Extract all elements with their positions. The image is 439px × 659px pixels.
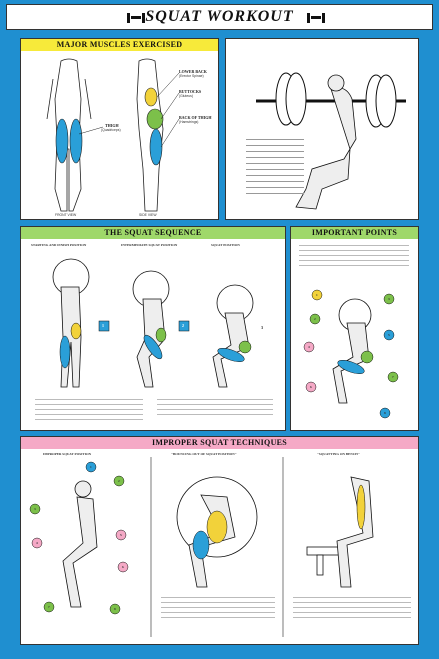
- improper-number-2: 2: [118, 479, 120, 483]
- barbell-squat-illustration: [246, 72, 406, 210]
- sequence-arrow-1: [98, 320, 110, 332]
- step-intermediate-label: INTERMEDIATE SQUAT POSITION: [121, 243, 178, 247]
- improper-number-3: 3: [34, 507, 36, 511]
- side-view-figure: [136, 58, 164, 212]
- sequence-marker-3: 3: [261, 325, 263, 330]
- squat-illustration-panel: [225, 38, 419, 220]
- improper-sub-1: IMPROPER SQUAT POSITION: [43, 452, 92, 456]
- improper-number-6: 6: [122, 565, 124, 569]
- dumbbell-left-icon: [127, 13, 145, 23]
- side-lower-back: [144, 87, 158, 107]
- improper-number-8: 8: [114, 607, 116, 611]
- improper-number-7: 7: [48, 605, 50, 609]
- label-thigh-sub: (Quadriceps): [101, 128, 121, 132]
- points-diagram: [299, 245, 409, 419]
- front-thigh-left: [55, 118, 69, 164]
- title-bar: SQUAT WORKOUT: [6, 4, 433, 30]
- sequence-marker-1: 1: [102, 323, 104, 328]
- step-start-label: STARTING AND FINISH POSITION: [31, 243, 87, 247]
- squatting-lifter: [295, 74, 357, 210]
- sequence-header: THE SQUAT SEQUENCE: [21, 227, 285, 239]
- point-number-6: 6: [310, 385, 312, 389]
- figure-standing: [52, 258, 90, 388]
- improper-position-figure: [62, 480, 98, 608]
- point-circles: [303, 289, 399, 419]
- improper-number-circles: [29, 461, 129, 615]
- label-front-view: FRONT VIEW: [55, 213, 77, 217]
- label-back-of-thigh: BACK OF THIGH: [179, 115, 212, 120]
- side-hamstring: [149, 128, 163, 166]
- sequence-panel: THE SQUAT SEQUENCE STARTING AND FINISH P…: [20, 226, 286, 431]
- improper-sub-3: "SQUATTING ON BENCH": [317, 452, 360, 456]
- muscles-figures: [46, 58, 180, 212]
- sequence-marker-2: 2: [182, 323, 184, 328]
- muscles-panel: MAJOR MUSCLES EXERCISED LOWER BACK (Erec…: [20, 38, 219, 220]
- improper-panel: IMPROPER SQUAT TECHNIQUES IMPROPER SQUAT…: [20, 436, 419, 645]
- muscles-header: MAJOR MUSCLES EXERCISED: [21, 39, 218, 51]
- dumbbell-right-icon: [307, 13, 325, 23]
- step-squat-label: SQUAT POSITION: [211, 243, 240, 247]
- barbell: [256, 72, 406, 128]
- point-number-1: 1: [316, 293, 318, 297]
- point-number-2: 2: [314, 317, 316, 321]
- label-buttocks: BUTTOCKS: [179, 89, 202, 94]
- label-lower-back-sub: (Erector Spinae): [179, 74, 204, 78]
- improper-header: IMPROPER SQUAT TECHNIQUES: [21, 437, 418, 449]
- label-lower-back: LOWER BACK: [179, 69, 207, 74]
- point-number-5: 5: [388, 333, 390, 337]
- label-buttocks-sub: (Gluteus): [179, 94, 193, 98]
- sequence-figures: [35, 258, 273, 420]
- front-thigh-right: [69, 118, 83, 164]
- point-number-8: 8: [384, 411, 386, 415]
- improper-sub-2: "BOUNCING OUT OF SQUAT POSITION": [171, 452, 237, 456]
- point-number-3: 3: [388, 297, 390, 301]
- dumbbell-icons: [127, 13, 325, 23]
- improper-number-4: 4: [36, 541, 38, 545]
- points-header: IMPORTANT POINTS: [291, 227, 418, 239]
- sequence-arrow-2: [178, 320, 190, 332]
- label-back-of-thigh-sub: (Hamstrings): [179, 120, 199, 124]
- point-number-4: 4: [308, 345, 310, 349]
- label-side-view: SIDE VIEW: [139, 213, 157, 217]
- improper-figures: [29, 457, 411, 637]
- improper-number-5: 5: [120, 533, 122, 537]
- point-number-7: 7: [392, 375, 394, 379]
- label-thigh: THIGH: [105, 123, 119, 128]
- front-view-figure: [46, 58, 92, 212]
- points-panel: IMPORTANT POINTS: [290, 226, 419, 431]
- side-buttocks: [146, 108, 164, 130]
- figure-squat: [212, 284, 254, 388]
- page-title: SQUAT WORKOUT: [145, 8, 294, 25]
- improper-number-1: 1: [90, 465, 92, 469]
